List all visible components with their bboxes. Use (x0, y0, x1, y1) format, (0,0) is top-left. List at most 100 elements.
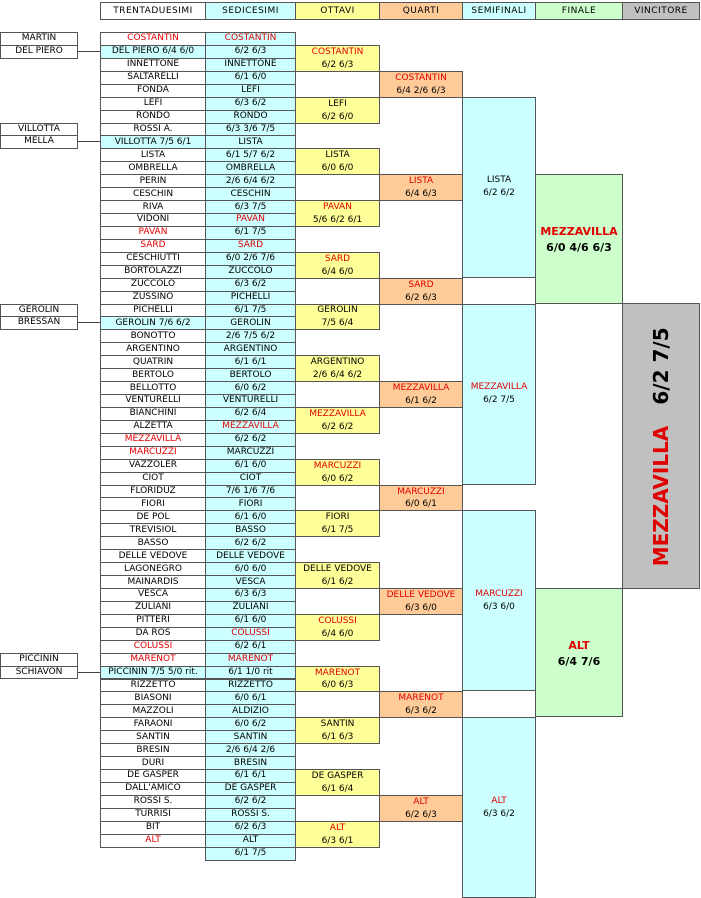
player-cell-32: DURI (100, 756, 206, 770)
player-cell-16: RIZZETTO (205, 678, 296, 693)
header-trentaduesimi: TRENTADUESIMI (100, 2, 206, 20)
player-cell-32: LISTA (100, 148, 206, 163)
player-name: MARENOT (398, 693, 444, 704)
player-cell-32: VENTURELLI (100, 394, 206, 408)
player-cell-32: FIORI (100, 497, 206, 512)
header-sedicesimi: SEDICESIMI (205, 2, 296, 20)
match-score: 6/1 6/2 (405, 395, 437, 406)
score-cell-16: 6/0 6/2 (205, 381, 296, 396)
match-score: 6/2 6/3 (405, 809, 437, 820)
player-cell-16: FIORI (205, 497, 296, 512)
score-cell-16: 6/2 6/3 (205, 44, 296, 59)
player-cell-32: LAGONEGRO (100, 562, 206, 577)
header-quarti: QUARTI (379, 2, 463, 20)
match-score: 6/0 6/1 (405, 499, 437, 510)
score-cell-16: 6/1 1/0 rit (205, 665, 296, 680)
header-finale: FINALE (535, 2, 623, 20)
player-cell-32: VILLOTTA 7/5 6/1 (100, 135, 206, 150)
player-cell-32: BONOTTO (100, 329, 206, 344)
player-cell-32: DELLE VEDOVE (100, 549, 206, 564)
player-cell-32: TURRISI (100, 807, 206, 822)
player-cell-32: MARCUZZI (100, 445, 206, 460)
player-cell-32: CIOT (100, 471, 206, 486)
score-cell-16: 6/1 7/5 (205, 225, 296, 240)
player-cell-32: CESCHIUTTI (100, 251, 206, 266)
player-cell-16: MARCUZZI (205, 445, 296, 460)
player-cell-32: PERIN (100, 174, 206, 189)
match-score: 6/3 6/0 (405, 602, 437, 613)
player-cell-16: ALDIZIO (205, 704, 296, 719)
player-name: ALT (491, 795, 507, 806)
player-cell-32: BERTOLO (100, 368, 206, 383)
match-box-quarti: DELLE VEDOVE 6/3 6/0 (379, 587, 463, 615)
player-cell-16: BRESIN (205, 756, 296, 770)
player-name: GEROLIN (317, 305, 358, 316)
player-cell-32: DE GASPER (100, 769, 206, 783)
player-cell-32: BRESIN (100, 743, 206, 758)
player-cell-32: SALTARELLI (100, 70, 206, 85)
player-name: MEZZAVILLA (470, 381, 528, 392)
player-name: LISTA (325, 150, 350, 161)
player-cell-32: PICCININ 7/5 5/0 rit. (100, 665, 206, 680)
match-score: 6/4 2/6 6/3 (396, 85, 446, 96)
score-cell-16: 6/0 2/6 7/6 (205, 251, 296, 266)
player-cell-16: BERTOLO (205, 368, 296, 383)
player-cell-32: FONDA (100, 83, 206, 98)
player-cell-16: MEZZAVILLA (205, 419, 296, 434)
player-cell-16: OMBRELLA (205, 161, 296, 176)
player-name: DELLE VEDOVE (303, 564, 372, 575)
player-cell-16: LEFI (205, 83, 296, 98)
match-score: 6/0 4/6 6/3 (546, 241, 612, 255)
match-score: 6/3 6/1 (321, 835, 354, 846)
match-score: 6/3 6/0 (483, 601, 515, 612)
match-score: 6/1 6/2 (321, 577, 354, 587)
match-score: 6/4 6/3 (405, 189, 437, 200)
score-cell-16: 6/3 6/2 (205, 277, 296, 292)
player-cell-32: ROSSI A. (100, 122, 206, 137)
score-cell-16: 2/6 7/5 6/2 (205, 329, 296, 344)
match-score: 6/1 6/3 (321, 732, 354, 743)
match-box-quarti: MARCUZZI 6/0 6/1 (379, 484, 463, 512)
player-cell-32: CESCHIN (100, 187, 206, 202)
header-vincitore: VINCITORE (622, 2, 700, 20)
player-cell-16: RONDO (205, 109, 296, 124)
match-score: 6/2 6/2 (321, 421, 354, 432)
player-name: SARD (408, 279, 434, 290)
player-name: MARENOT (314, 667, 361, 678)
match-score: 6/2 6/0 (321, 111, 354, 122)
player-cell-32: BORTOLAZZI (100, 264, 206, 279)
player-cell-32: ALZETTA (100, 419, 206, 434)
match-score: 6/2 6/3 (321, 59, 354, 70)
player-cell-32: ARGENTINO (100, 342, 206, 357)
match-score: 6/0 6/2 (321, 473, 354, 484)
player-cell-32: LEFI (100, 96, 206, 111)
score-cell-16: 6/1 7/5 (205, 303, 296, 318)
player-name: MEZZAVILLA (540, 225, 618, 239)
player-name: ALT (413, 796, 429, 807)
winner-box: MEZZAVILLA 6/2 7/5 (622, 303, 700, 589)
prelim-player: MELLA (0, 135, 78, 150)
player-name: DELLE VEDOVE (386, 589, 456, 600)
match-score: 6/4 7/6 (557, 655, 601, 669)
player-cell-32: ZUCCOLO (100, 277, 206, 292)
player-cell-32: DALL'AMICO (100, 781, 206, 796)
player-cell-32: SANTIN (100, 730, 206, 745)
player-name: MEZZAVILLA (392, 383, 450, 394)
player-cell-32: RIVA (100, 200, 206, 214)
player-name: MARCUZZI (397, 486, 445, 497)
player-cell-16: DE GASPER (205, 781, 296, 796)
player-cell-32: GEROLIN 7/6 6/2 (100, 316, 206, 331)
match-score: 6/2 6/3 (405, 292, 437, 303)
match-score: 2/6 6/4 6/2 (312, 370, 363, 381)
